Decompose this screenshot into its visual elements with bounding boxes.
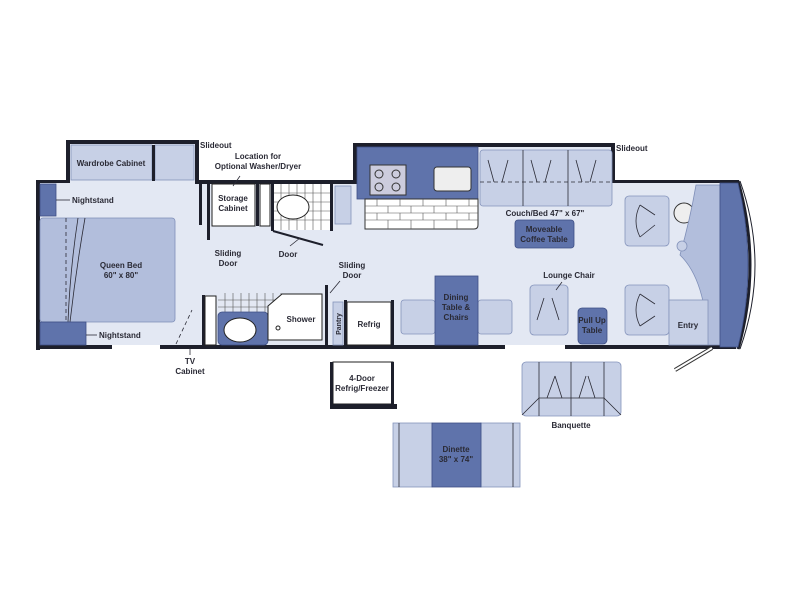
dining-chairs [400,299,513,335]
dining-table [434,275,479,346]
slideout-label-left: Slideout [200,141,232,150]
pantry-label: Pantry [336,313,343,335]
banquette [521,361,622,417]
four-door-refrigerator [330,361,397,409]
windshield [719,182,749,348]
sliding-door-1[interactable] [207,225,210,240]
banquette-label: Banquette [551,421,591,430]
sliding-door-2[interactable] [325,285,328,347]
pull-up-table-label-2: Table [582,326,603,335]
storage-label-2: Cabinet [218,204,248,213]
shower-label: Shower [287,315,316,324]
washer-label: Location for [235,152,281,161]
couch-bed [479,149,613,207]
toilet-room [271,183,333,231]
dinette-label: Dinette [442,445,470,454]
tv-cabinet-label: TV [185,357,196,366]
nightstand-bottom [39,321,87,346]
lounge-chair [529,284,569,336]
driver-seat [624,284,670,336]
bed-size-label: 60" x 80" [104,271,138,280]
hall-cabinet [334,185,352,225]
door-label: Door [279,250,298,259]
pull-up-table-label: Pull Up [578,316,606,325]
sliding-door-1-label: Sliding [215,249,242,258]
console-icon [676,240,688,252]
nightstand-bottom-label: Nightstand [99,331,141,340]
pull-up-table[interactable] [577,307,608,345]
shower [267,293,323,341]
refrig-label: Refrig [357,320,380,329]
washer-label-2: Optional Washer/Dryer [215,162,301,171]
sliding-door-2-label: Sliding [339,261,366,270]
sink-icon [223,317,257,343]
stove-icon [369,164,407,196]
coffee-table-label: Moveable [526,225,563,234]
coffee-table-label-2: Coffee Table [520,235,568,244]
refrigerator [346,301,392,346]
dining-label: Dining [444,293,469,302]
fridge4-label: 4-Door [349,374,375,383]
dining-label-2: Table & [442,303,471,312]
couch-label: Couch/Bed 47" x 67" [506,209,585,218]
storage-label: Storage [218,194,248,203]
fridge4-label-2: Refrig/Freezer [335,384,389,393]
coffee-table[interactable] [514,219,575,249]
entry-label: Entry [678,321,699,330]
toilet-icon [276,194,310,220]
lounge-chair-label: Lounge Chair [543,271,595,280]
queen-bed [39,217,176,323]
tv-cabinet-label-2: Cabinet [175,367,205,376]
kitchen-sink-icon [433,166,472,192]
entry-step [668,299,709,346]
tv-cabinet-door [175,309,193,345]
wardrobe-label: Wardrobe Cabinet [77,159,146,168]
kitchen-counter [356,146,479,230]
dinette [392,422,521,488]
bed-label: Queen Bed [100,261,142,270]
wardrobe-cabinet [70,144,195,181]
passenger-seat [624,195,670,247]
bathroom-door[interactable] [272,230,324,246]
nightstand-top [39,183,57,217]
slideout-label-right: Slideout [616,144,648,153]
sliding-door-1-label-2: Door [219,259,238,268]
nightstand-top-label: Nightstand [72,196,114,205]
storage-cabinet [211,183,256,227]
pantry [332,301,344,346]
dinette-size-label: 38" x 74" [439,455,473,464]
dining-label-3: Chairs [444,313,469,322]
bathroom [202,293,323,347]
sliding-door-2-label-2: Door [343,271,362,280]
